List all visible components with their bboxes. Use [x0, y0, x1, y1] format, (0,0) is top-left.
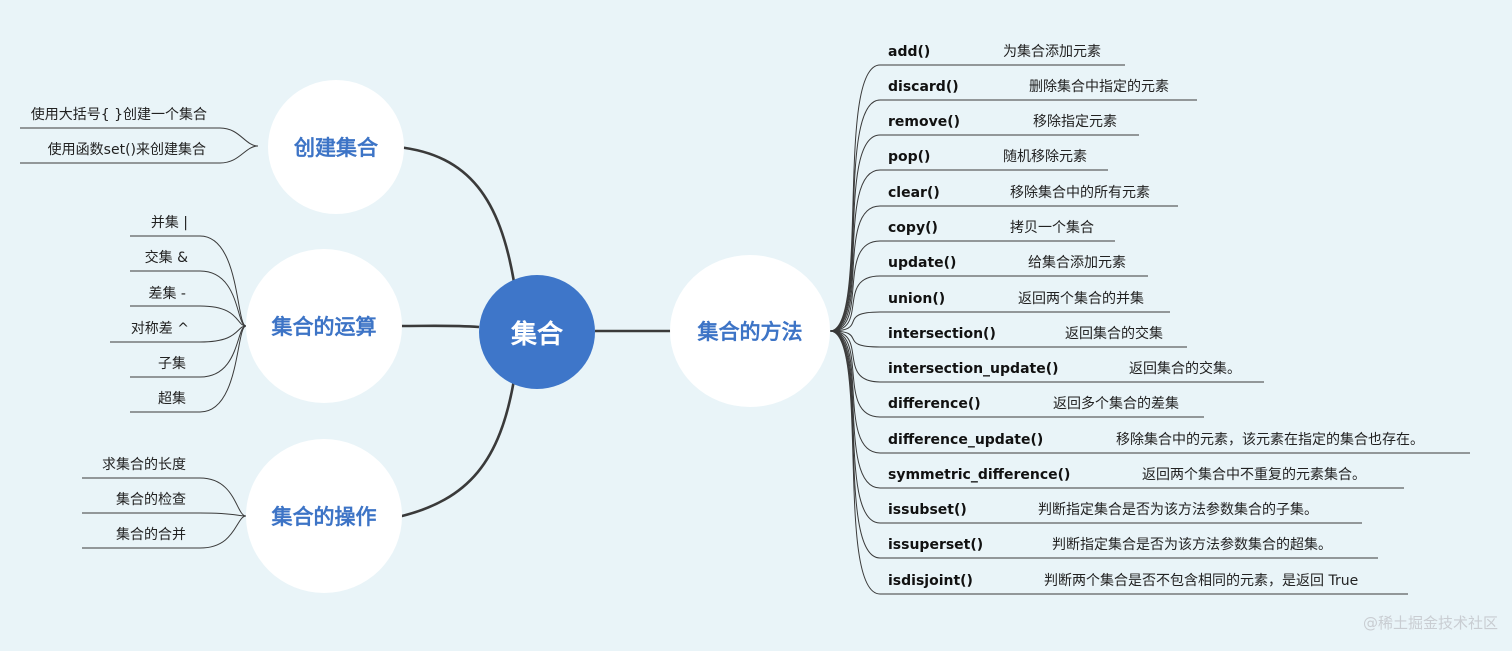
- method-name: remove(): [888, 114, 961, 130]
- method-desc: 给集合添加元素: [1028, 255, 1126, 271]
- method-desc: 移除集合中的所有元素: [1010, 185, 1150, 201]
- create-item: 使用函数set()来创建集合: [47, 142, 206, 158]
- method-name: intersection(): [888, 326, 996, 342]
- method-name: union(): [888, 291, 946, 307]
- branch-ops-node[interactable]: 集合的运算: [246, 249, 402, 403]
- method-desc: 拷贝一个集合: [1010, 220, 1094, 236]
- method-desc: 返回两个集合中不重复的元素集合。: [1142, 467, 1366, 483]
- link-method-item: [829, 330, 1187, 348]
- branch-ops-label: 集合的运算: [271, 315, 377, 339]
- method-desc: 删除集合中指定的元素: [1029, 79, 1169, 95]
- method-name: difference(): [888, 396, 981, 412]
- link-method-item: [829, 240, 1115, 332]
- link-method-item: [829, 311, 1170, 332]
- branch-manip-label: 集合的操作: [271, 505, 377, 529]
- link-method-item: [829, 330, 1470, 454]
- method-desc: 判断两个集合是否不包含相同的元素，是返回 True: [1044, 573, 1359, 589]
- ops-item: 对称差 ^: [130, 321, 189, 337]
- link-center-manip: [397, 379, 516, 519]
- link-ops-item: [110, 325, 247, 343]
- method-name: issubset(): [888, 502, 967, 518]
- link-ops-item: [130, 305, 247, 327]
- link-ops-item: [130, 235, 247, 327]
- branch-create-node[interactable]: 创建集合: [268, 80, 404, 214]
- method-name: update(): [888, 255, 957, 271]
- method-desc: 判断指定集合是否为该方法参数集合的子集。: [1038, 502, 1318, 518]
- method-name: discard(): [888, 79, 959, 95]
- method-desc: 移除指定元素: [1033, 114, 1117, 130]
- ops-item: 并集 |: [150, 215, 188, 231]
- method-name: isdisjoint(): [888, 573, 973, 589]
- link-manip-item: [82, 512, 247, 517]
- method-desc: 返回集合的交集。: [1129, 361, 1241, 377]
- center-node[interactable]: 集合: [479, 275, 595, 389]
- branch-create-label: 创建集合: [294, 136, 378, 160]
- link-ops-item: [130, 270, 247, 327]
- link-method-item: [829, 275, 1148, 332]
- link-create-item: [20, 145, 259, 164]
- link-method-item: [829, 330, 1204, 418]
- link-method-item: [829, 99, 1197, 332]
- branch-methods-label: 集合的方法: [697, 320, 803, 344]
- ops-item: 交集 &: [144, 250, 188, 266]
- method-name: add(): [888, 44, 931, 60]
- method-desc: 返回两个集合的并集: [1018, 291, 1144, 307]
- method-name: clear(): [888, 185, 940, 201]
- create-item: 使用大括号{ }创建一个集合: [30, 107, 207, 123]
- method-desc: 随机移除元素: [1003, 149, 1087, 165]
- link-method-item: [829, 330, 1404, 489]
- ops-item: 超集: [158, 391, 186, 407]
- center-label: 集合: [510, 319, 563, 350]
- manip-item: 集合的合并: [116, 527, 186, 543]
- link-method-item: [829, 205, 1178, 332]
- method-name: symmetric_difference(): [888, 467, 1071, 483]
- ops-item: 差集 -: [148, 286, 186, 302]
- link-create-item: [20, 127, 259, 147]
- method-desc: 为集合添加元素: [1003, 44, 1101, 60]
- method-name: pop(): [888, 149, 931, 165]
- method-desc: 返回多个集合的差集: [1053, 396, 1179, 412]
- link-center-ops: [399, 324, 480, 329]
- ops-item: 子集: [158, 356, 186, 372]
- link-center-create: [397, 145, 516, 283]
- link-method-item: [829, 330, 1408, 595]
- link-method-item: [829, 169, 1108, 332]
- link-manip-item: [82, 515, 247, 549]
- branch-methods-node[interactable]: 集合的方法: [670, 255, 830, 407]
- method-desc: 返回集合的交集: [1065, 326, 1163, 342]
- method-desc: 判断指定集合是否为该方法参数集合的超集。: [1052, 537, 1332, 553]
- method-desc: 移除集合中的元素，该元素在指定的集合也存在。: [1116, 432, 1424, 448]
- method-name: issuperset(): [888, 537, 984, 553]
- link-method-item: [829, 330, 1362, 524]
- link-method-item: [829, 64, 1125, 332]
- link-manip-item: [82, 477, 247, 517]
- link-method-item: [829, 330, 1264, 383]
- manip-item: 求集合的长度: [102, 457, 186, 473]
- method-name: intersection_update(): [888, 361, 1059, 377]
- watermark: @稀土掘金技术社区: [1362, 614, 1498, 632]
- link-method-item: [829, 134, 1139, 332]
- link-ops-item: [130, 325, 247, 413]
- manip-item: 集合的检查: [116, 492, 186, 508]
- branch-manip-node[interactable]: 集合的操作: [246, 439, 402, 593]
- method-name: copy(): [888, 220, 938, 236]
- method-name: difference_update(): [888, 432, 1044, 448]
- link-method-item: [829, 330, 1378, 559]
